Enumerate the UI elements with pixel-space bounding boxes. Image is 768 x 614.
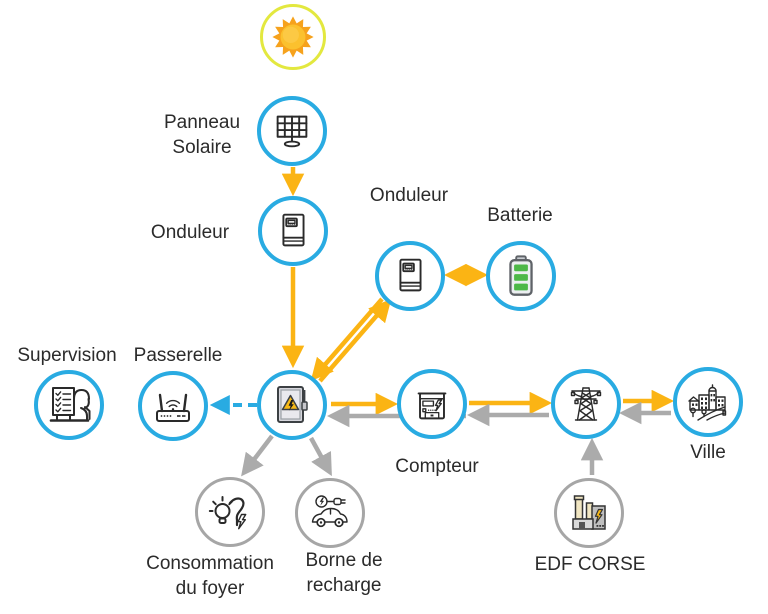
- inverter-icon: [399, 258, 422, 292]
- electric-meter-icon: [417, 392, 447, 420]
- supervision-node: [34, 370, 104, 440]
- label-panneau-line1: Panneau: [163, 112, 241, 133]
- flow-board-to-battery-inverter: [318, 298, 392, 383]
- ev-charging-icon: [311, 495, 348, 528]
- flow-board-to-ev-charger: [309, 436, 332, 477]
- router-icon: [156, 393, 190, 422]
- label-compteur: Compteur: [395, 456, 479, 477]
- label-borne-recharge: Borne de recharge: [305, 548, 382, 598]
- sun-icon: [272, 16, 314, 58]
- label-edf-corse: EDF CORSE: [534, 554, 646, 575]
- electrical-panel-node: [257, 370, 327, 440]
- battery-icon: [509, 255, 533, 296]
- edf-corse-node: [554, 478, 624, 548]
- meter-node: [397, 369, 467, 439]
- supervision-icon: [49, 387, 91, 422]
- lightbulb-energy-icon: [208, 496, 247, 530]
- flow-battery-inverter-to-board: [310, 297, 384, 382]
- transmission-tower-node: [551, 369, 621, 439]
- label-panneau-line2: Solaire: [172, 137, 232, 158]
- city-icon: [688, 384, 727, 421]
- transmission-tower-icon: [570, 387, 602, 421]
- label-consommation-line2: du foyer: [175, 578, 245, 599]
- inverter-pv-node: [258, 196, 328, 266]
- label-consommation-line1: Consommation: [146, 553, 274, 574]
- label-borne-line1: Borne de: [305, 550, 383, 571]
- gateway-router-node: [138, 371, 208, 441]
- label-borne-line2: recharge: [306, 575, 382, 596]
- electrical-panel-icon: [277, 386, 308, 423]
- label-consommation-foyer: Consommation du foyer: [146, 551, 274, 601]
- label-ville: Ville: [690, 442, 726, 463]
- solar-panel-icon: [276, 115, 308, 148]
- flow-board-to-home-consumption: [241, 434, 274, 477]
- battery-node: [486, 241, 556, 311]
- label-panneau-solaire: Panneau Solaire: [164, 110, 240, 160]
- city-node: [673, 367, 743, 437]
- label-supervision: Supervision: [17, 345, 117, 366]
- sun-node: [260, 4, 326, 70]
- home-consumption-node: [195, 477, 265, 547]
- label-onduleur-pv: Onduleur: [150, 222, 230, 243]
- ev-charging-node: [295, 478, 365, 548]
- inverter-icon: [282, 213, 305, 247]
- label-passerelle: Passerelle: [133, 345, 223, 366]
- inverter-battery-node: [375, 241, 445, 311]
- solar-panel-node: [257, 96, 327, 166]
- factory-icon: [572, 495, 606, 530]
- label-batterie: Batterie: [487, 205, 553, 226]
- label-onduleur-batterie: Onduleur: [369, 185, 449, 206]
